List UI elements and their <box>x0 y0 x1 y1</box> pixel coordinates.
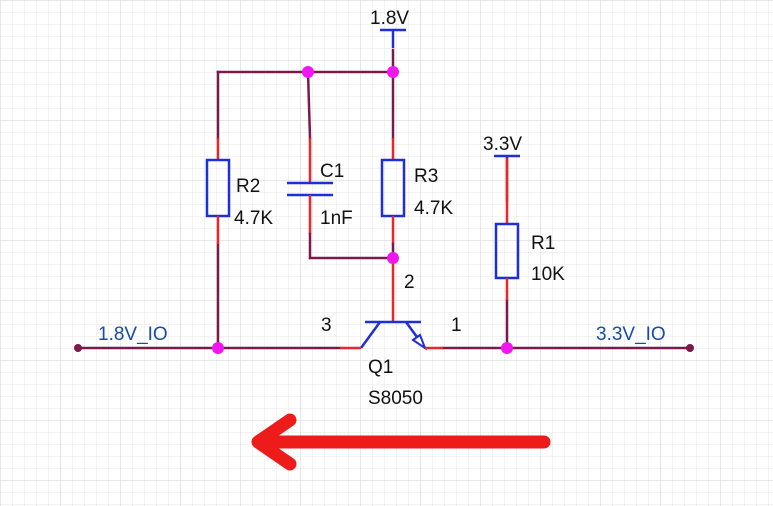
power-label-3v3: 3.3V <box>483 134 522 155</box>
power-label-1v8: 1.8V <box>370 8 409 29</box>
q1-ref: Q1 <box>368 357 393 378</box>
emitter-arrow-icon <box>411 333 428 351</box>
resistor-r1: R1 10K <box>494 158 565 300</box>
q1-pin-base: 2 <box>404 272 415 293</box>
r1-ref: R1 <box>531 233 555 254</box>
r2-value: 4.7K <box>234 208 273 229</box>
junction-dot <box>387 66 399 78</box>
q1-value: S8050 <box>368 388 423 409</box>
port-terminal-left <box>74 344 82 352</box>
power-port-1v8: 1.8V <box>370 8 409 48</box>
power-port-3v3: 3.3V <box>483 134 522 158</box>
junction-dot <box>302 66 314 78</box>
q1-pin-collector: 3 <box>321 315 332 336</box>
wires <box>76 48 692 350</box>
capacitor-c1: C1 1nF <box>287 138 353 260</box>
junction-dot <box>387 252 399 264</box>
r3-value: 4.7K <box>414 198 453 219</box>
r2-ref: R2 <box>236 176 260 197</box>
port-terminal-right <box>686 344 694 352</box>
net-label-3v3-io: 3.3V_IO <box>596 324 666 345</box>
c1-ref: C1 <box>320 161 344 182</box>
resistor-r2: R2 4.7K <box>205 138 273 244</box>
transistor-q1: 2 3 1 Q1 S8050 <box>321 258 462 409</box>
junction-dot <box>212 342 224 354</box>
c1-value: 1nF <box>320 208 353 229</box>
junction-dot <box>501 342 513 354</box>
resistor-r3: R3 4.7K <box>380 138 453 260</box>
q1-pin-emitter: 1 <box>451 315 462 336</box>
junctions <box>212 66 513 354</box>
net-label-1v8-io: 1.8V_IO <box>98 324 168 345</box>
left-arrow-icon <box>251 413 551 471</box>
r1-value: 10K <box>531 264 565 285</box>
r3-ref: R3 <box>414 166 438 187</box>
